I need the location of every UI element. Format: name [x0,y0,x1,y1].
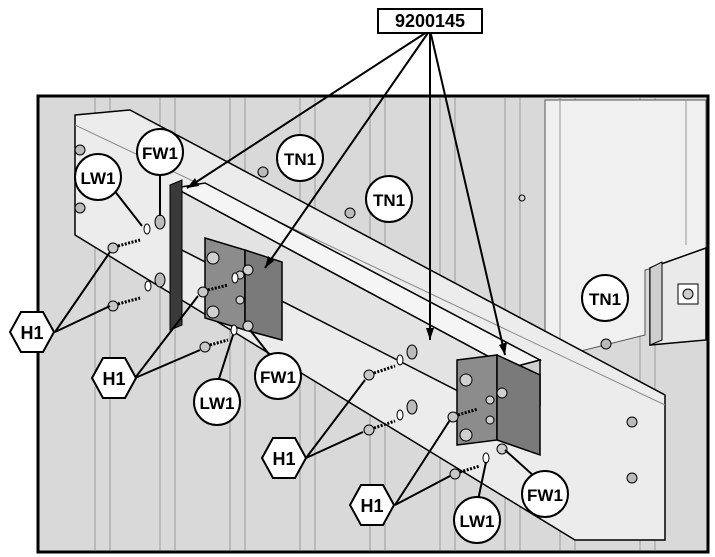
svg-text:LW1: LW1 [200,394,235,413]
svg-text:H1: H1 [102,369,125,389]
tn1-callout-right: TN1 [581,274,629,322]
bolt-hardware [107,166,612,480]
svg-text:TN1: TN1 [284,150,316,169]
svg-text:H1: H1 [272,449,295,469]
lw1-callout-bottom: LW1 [453,496,501,544]
h1-callout-left: H1 [8,311,56,353]
leader-arrowheads [187,178,507,355]
fw1-callout-top: FW1 [136,128,184,176]
svg-text:H1: H1 [20,323,43,343]
fw1-callout-bottom: FW1 [521,470,569,518]
lw1-callout-top: LW1 [74,153,122,201]
svg-text:TN1: TN1 [589,290,621,309]
left-end-plate [169,179,183,331]
h1-callout-mid-left: H1 [90,357,138,399]
right-bracket [456,353,541,457]
h1-callout-right: H1 [348,484,396,526]
svg-text:LW1: LW1 [460,512,495,531]
tn1-callout-left: TN1 [276,134,324,182]
leader-lines [186,29,506,356]
svg-text:H1: H1 [360,496,383,516]
svg-text:LW1: LW1 [81,169,116,188]
svg-text:TN1: TN1 [373,191,405,210]
part-number-label: 9200145 [377,8,483,34]
right-mounting-plate [649,246,707,346]
left-bracket [204,236,283,341]
svg-text:FW1: FW1 [260,368,296,387]
svg-text:FW1: FW1 [527,486,563,505]
svg-text:9200145: 9200145 [395,11,465,31]
h1-callout-center: H1 [260,437,308,479]
fw1-callout-mid: FW1 [254,352,302,400]
tn1-callout-center: TN1 [365,175,413,223]
lw1-callout-mid: LW1 [193,378,241,426]
callout-leaders [54,175,546,506]
svg-text:FW1: FW1 [142,144,178,163]
